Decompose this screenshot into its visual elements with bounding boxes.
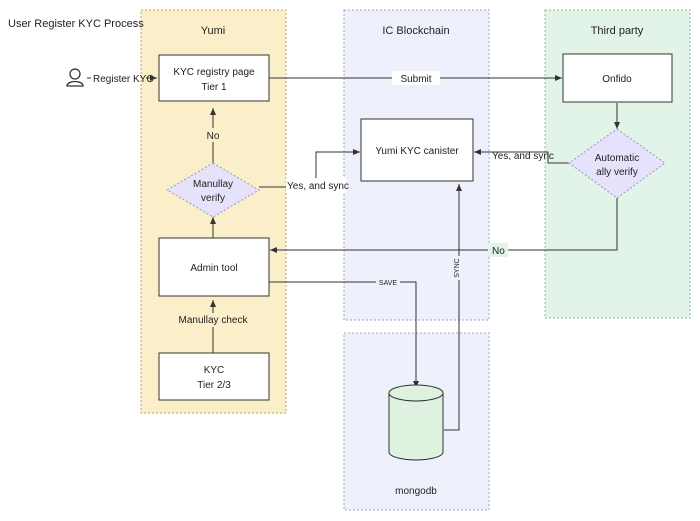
- edge-label-yes-sync-right: Yes, and sync: [492, 151, 554, 162]
- kyc-tier-node: KYC Tier 2/3: [158, 352, 270, 401]
- admin-tool-node: Admin tool: [158, 237, 270, 297]
- edge-label-yes-sync-left: Yes, and sync: [287, 181, 349, 192]
- automatic-verify-line2: ally verify: [596, 167, 638, 178]
- automatic-verify-diamond: Automatic ally verify: [568, 128, 666, 199]
- kyc-tier-line1: KYC: [204, 365, 225, 376]
- edge-save: [269, 281, 417, 384]
- actor-label: Register KYC: [93, 74, 154, 85]
- automatic-verify-line1: Automatic: [595, 153, 639, 164]
- kyc-registry-page-line2: Tier 1: [201, 82, 227, 93]
- edge-label-submit: Submit: [400, 74, 431, 85]
- edge-yes-sync-right: [489, 151, 569, 164]
- onfido-label: Onfido: [602, 74, 632, 85]
- yumi-kyc-canister-node: Yumi KYC canister: [360, 118, 474, 182]
- manual-verify-line1: Manullay: [193, 179, 233, 190]
- edge-label-bg: [376, 276, 400, 287]
- mongodb-cylinder: [388, 384, 444, 461]
- diagram-title: User Register KYC Process: [8, 18, 144, 30]
- edge-label-no-bottom: No: [492, 246, 505, 257]
- edge-label-sync: SYNC: [454, 258, 461, 277]
- manual-verify-diamond: Manullay verify: [166, 162, 260, 218]
- edge-label-bg: [453, 256, 465, 280]
- user-icon: [66, 68, 84, 87]
- edge-label-save: SAVE: [379, 280, 397, 287]
- edge-label-bg: [488, 243, 508, 257]
- admin-tool-label: Admin tool: [190, 263, 237, 274]
- lane-title-yumi: Yumi: [201, 25, 225, 37]
- edge-label-bg: [392, 71, 440, 85]
- edge-label-bg: [286, 178, 346, 192]
- edge-label-bg: [178, 313, 248, 327]
- lane-title-third: Third party: [591, 25, 644, 37]
- manual-verify-line2: verify: [201, 193, 225, 204]
- lane-title-ic: IC Blockchain: [382, 25, 449, 37]
- edge-label-bg: [204, 128, 222, 142]
- kyc-registry-page-line1: KYC registry page: [173, 67, 255, 78]
- yumi-kyc-canister-label: Yumi KYC canister: [375, 146, 459, 157]
- edge-label-no-left: No: [207, 131, 220, 142]
- kyc-registry-page-node: KYC registry page Tier 1: [158, 54, 270, 102]
- kyc-tier-line2: Tier 2/3: [197, 380, 231, 391]
- onfido-node: Onfido: [562, 53, 673, 103]
- edge-label-manual-check: Manullay check: [179, 315, 249, 326]
- mongodb-label: mongodb: [395, 486, 437, 497]
- edge-no-bottom: [283, 198, 618, 251]
